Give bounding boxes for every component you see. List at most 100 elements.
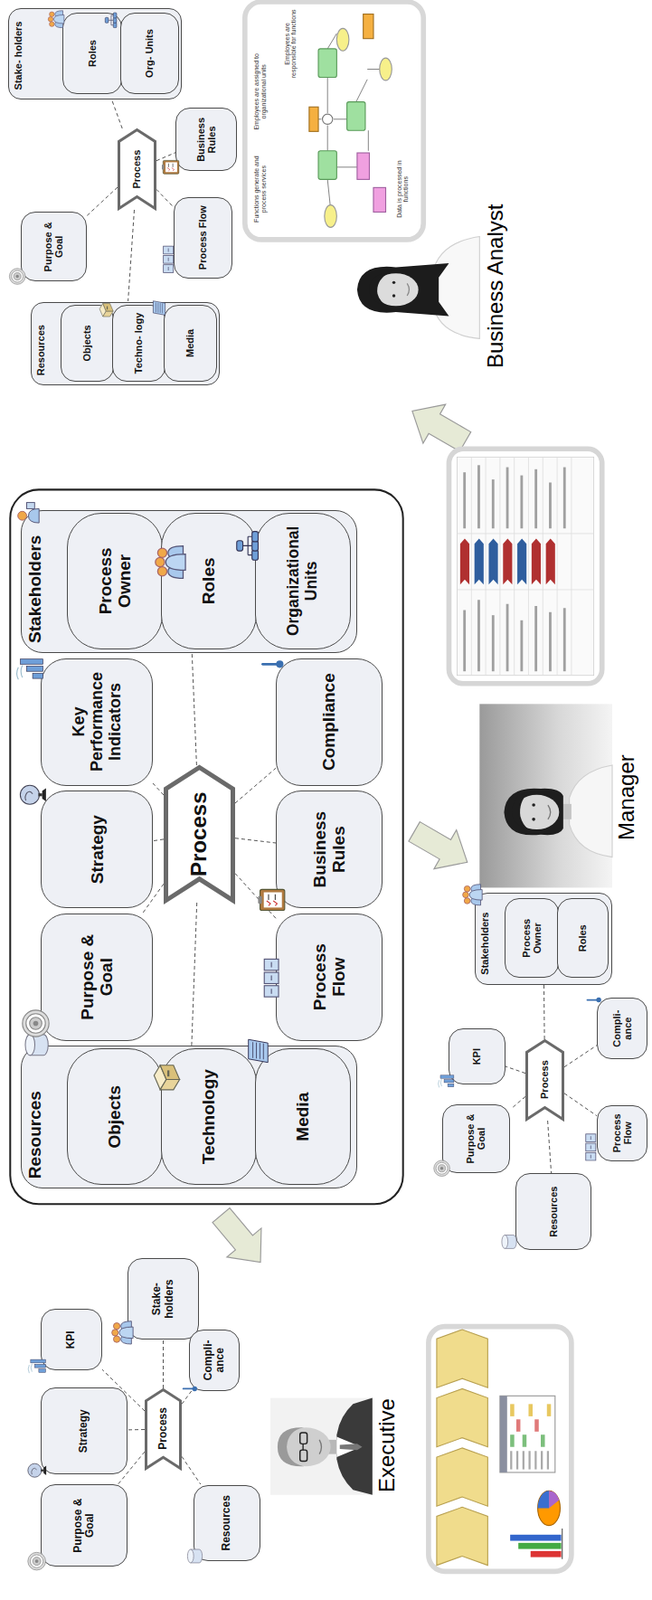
node-label: Stake- holders <box>151 1266 176 1331</box>
dashed-connector <box>86 187 118 217</box>
node-label: Purpose & Goal <box>464 1112 488 1164</box>
group-heading: Stakeholders <box>25 519 45 643</box>
node-label: Process <box>157 1407 170 1450</box>
manager-photo <box>479 703 613 888</box>
dashed-connector <box>127 1428 145 1430</box>
node-label: Business Rules <box>310 803 350 895</box>
node-label: Techno- logy <box>132 312 144 375</box>
sub-box: Process Owner <box>504 897 559 978</box>
label-holder: Business Analyst <box>483 186 508 386</box>
sub-box: Process Owner <box>66 512 163 650</box>
group-heading: Resources <box>35 311 47 377</box>
group-heading: Stake- holders <box>12 18 24 91</box>
sub-box: Media <box>255 1048 351 1185</box>
bubble: Process Flow <box>596 1105 648 1162</box>
bubble: Compliance <box>275 658 383 786</box>
node-label: Process <box>538 1059 550 1099</box>
node-label: Process Flow <box>197 205 208 270</box>
dashed-connector <box>181 1390 192 1404</box>
group-heading: Stakeholders <box>479 902 491 975</box>
bubble: Purpose & Goal <box>40 1484 128 1567</box>
chevron-outline <box>165 767 233 901</box>
main-frame <box>9 489 403 1204</box>
manager-panel <box>448 448 602 684</box>
node-label: Roles <box>576 924 588 952</box>
node-label: Strategy <box>87 814 107 884</box>
label-holder: Executive <box>375 1390 399 1501</box>
bubble: Business Rules <box>175 107 237 171</box>
dashed-connector <box>191 902 198 1046</box>
dashed-connector <box>152 839 164 841</box>
dashed-connector <box>128 209 135 302</box>
sub-box: Technology <box>160 1048 257 1185</box>
bubble: KPI <box>40 1308 103 1371</box>
chevron-outline <box>146 1389 181 1468</box>
node-label: Process <box>187 792 212 877</box>
screenshot-note: Employees are responsible for functions <box>283 6 298 82</box>
node-label: Process Flow <box>310 926 350 1028</box>
dashed-connector <box>504 1066 526 1074</box>
node-label: Organizational Units <box>284 524 321 637</box>
node-label: Technology <box>198 1068 218 1164</box>
dashed-connector <box>235 767 276 804</box>
chevron-outline <box>527 1039 564 1119</box>
bubble: Resources <box>193 1484 260 1562</box>
sub-box: Techno- logy <box>112 304 167 383</box>
node-label: Resources <box>548 1186 559 1238</box>
label-holder: Employees are assigned to organizational… <box>253 40 267 143</box>
role-caption: Manager <box>614 737 639 858</box>
sub-box: Objects <box>66 1048 163 1185</box>
node-label: KPI <box>471 1048 482 1065</box>
node-label: Compliance <box>319 672 339 771</box>
process-chevron: Process <box>525 1038 565 1120</box>
bubble: Stake- holders <box>127 1257 199 1340</box>
bubble: Purpose & Goal <box>40 913 153 1041</box>
bubble: Business Rules <box>275 790 383 908</box>
node-label: Purpose & Goal <box>77 926 117 1027</box>
node-label: Media <box>292 1092 312 1142</box>
group-box: Stake- holdersRolesOrg- Units <box>8 8 182 101</box>
screenshot-note: Employees are assigned to organizational… <box>253 40 267 143</box>
node-label: Purpose & Goal <box>72 1494 97 1556</box>
node-label: Process Owner <box>520 905 544 971</box>
bubble: Strategy <box>40 1387 128 1475</box>
bubble: Compli- ance <box>188 1329 240 1391</box>
dashed-connector <box>191 652 197 766</box>
label-holder: Manager <box>614 737 639 858</box>
label-holder: Employees are responsible for functions <box>283 6 298 82</box>
node-label: Process <box>131 150 142 189</box>
dashed-connector <box>510 1096 526 1109</box>
dashed-connector <box>548 1120 552 1173</box>
bubble: Resources <box>515 1172 593 1250</box>
sub-box: Roles <box>62 12 122 95</box>
screenshot-note: Functions generate and process services <box>253 149 267 230</box>
label-holder: Data is processed in functions <box>396 149 410 230</box>
dashed-connector <box>235 838 276 843</box>
node-label: Process Owner <box>95 524 135 637</box>
group-box: Stakeholders Process Owner Roles <box>474 892 613 985</box>
bubble: Purpose & Goal <box>20 212 87 283</box>
group-box: StakeholdersProcess OwnerRolesOrganizati… <box>20 510 358 653</box>
dashed-connector <box>156 188 174 208</box>
bubble: Compli- ance <box>596 997 648 1059</box>
node-label: Key Performance Indicators <box>69 671 124 772</box>
sub-box: Objects <box>60 304 114 383</box>
group-heading: Resources <box>25 1055 45 1179</box>
dashed-connector <box>162 1339 164 1389</box>
node-label: Roles <box>86 39 98 67</box>
bubble: Process Flow <box>173 197 233 279</box>
node-label: Objects <box>104 1085 124 1149</box>
dashed-connector <box>156 152 176 161</box>
sub-box: Roles <box>557 897 610 978</box>
node-label: Business Rules <box>195 115 218 163</box>
process-chevron: Process <box>163 765 236 903</box>
business-analyst-photo <box>357 236 480 340</box>
dashed-connector <box>564 1093 597 1116</box>
node-label: Purpose & Goal <box>42 220 66 274</box>
executive-photo <box>270 1398 373 1495</box>
screenshot-note: Data is processed in functions <box>396 149 410 230</box>
node-label: Strategy <box>77 1408 90 1453</box>
dashed-connector <box>112 99 123 129</box>
